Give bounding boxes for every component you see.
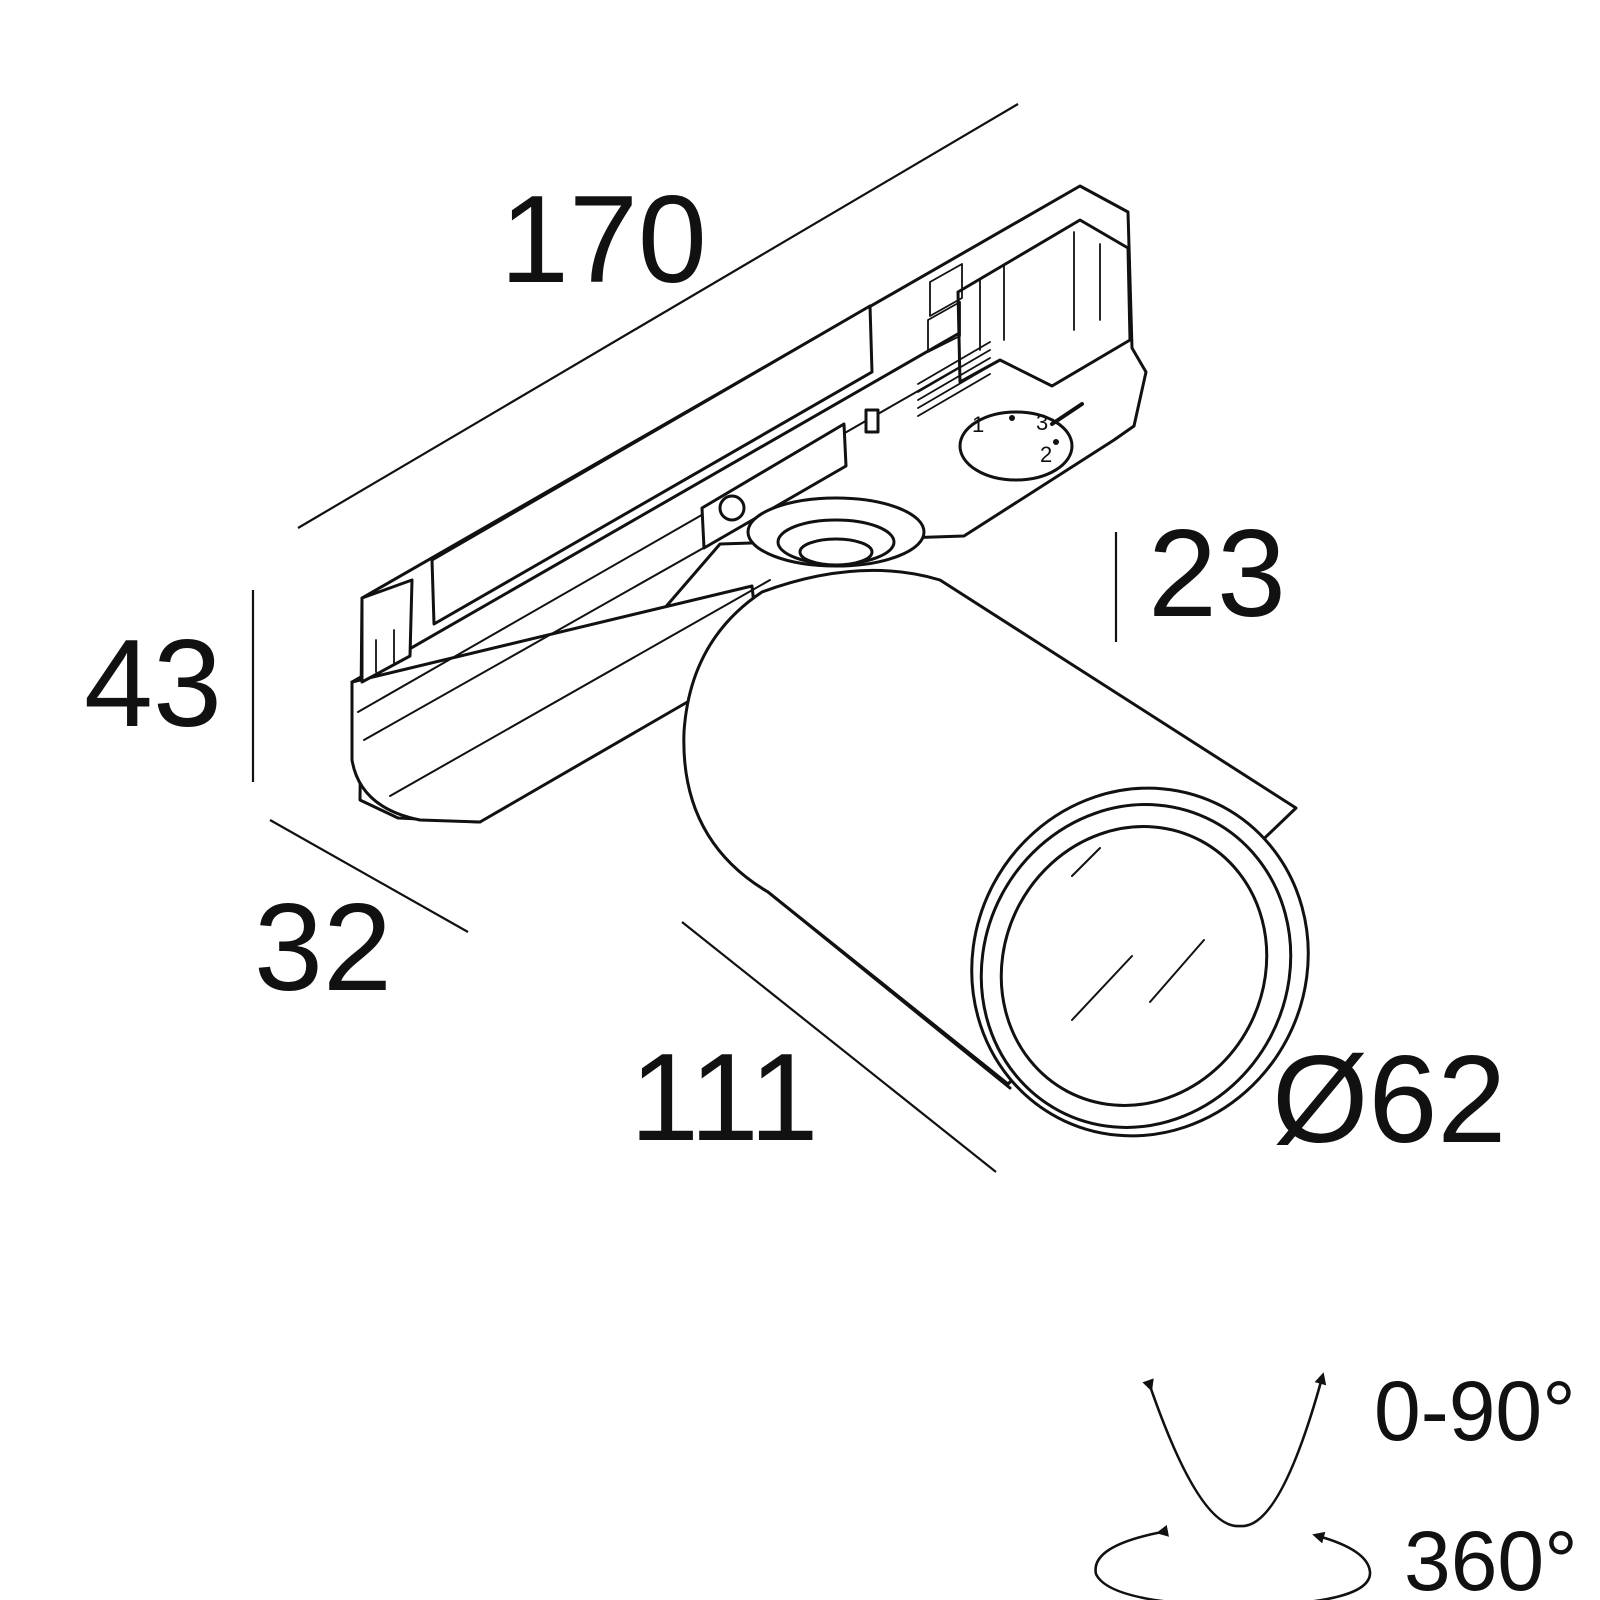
adapter-edge-1: [350, 302, 1012, 684]
dim-line-length: [297, 103, 1019, 529]
tilt-range-label: 0-90°: [1374, 1364, 1576, 1458]
track-adapter: 1 3 2: [350, 184, 1148, 824]
spotlight-head: [682, 568, 1310, 1138]
dim-diameter-label: Ø62: [1272, 1031, 1506, 1169]
dim-height-label: 43: [84, 615, 222, 753]
dim-head-length-label: 111: [630, 1029, 818, 1167]
adapter-ratchet: [917, 341, 991, 417]
phase-pointer: [1050, 402, 1084, 426]
spot-cylinder: [682, 568, 1298, 1086]
adapter-rounded-end: [350, 584, 762, 824]
tilt-arrows-icon: [1142, 1372, 1327, 1528]
adapter-latch-hole: [718, 494, 746, 522]
dim-line-depth: [269, 819, 469, 933]
adapter-pin: [864, 408, 880, 434]
adapter-end-plate: [360, 578, 414, 684]
dimension-lines: [251, 103, 1118, 1173]
phase-selector-disc: [958, 410, 1074, 482]
phase-label-1: 1: [972, 412, 984, 437]
swivel-ring-core: [798, 537, 874, 567]
dim-adapter-label: 23: [1148, 505, 1286, 643]
adapter-edge-3: [363, 515, 761, 741]
rotate-range-label: 360°: [1404, 1514, 1578, 1600]
adapter-connector-detail-2: [927, 263, 963, 353]
adapter-edge-2: [357, 343, 1001, 713]
adapter-end-slot: [375, 629, 395, 673]
adapter-connector-detail-1: [979, 231, 1101, 351]
adapter-edge-4: [389, 579, 771, 797]
dim-length-label: 170: [500, 171, 707, 309]
phase-label-3: 3: [1036, 410, 1048, 435]
spot-lens-hatching: [1071, 847, 1205, 1021]
adapter-top-slot: [430, 304, 874, 626]
dim-depth-label: 32: [254, 879, 392, 1017]
spot-cylinder-edge: [766, 890, 1012, 1090]
dim-line-head-length: [681, 921, 997, 1173]
rotate-arrows-icon: [1094, 1524, 1372, 1600]
phase-label-2: 2: [1040, 442, 1052, 467]
spot-front-ring-inner: [999, 825, 1269, 1107]
phase-dot-2: [1053, 439, 1059, 445]
phase-dot-1: [1009, 415, 1015, 421]
adapter-connector-block: [956, 218, 1132, 388]
